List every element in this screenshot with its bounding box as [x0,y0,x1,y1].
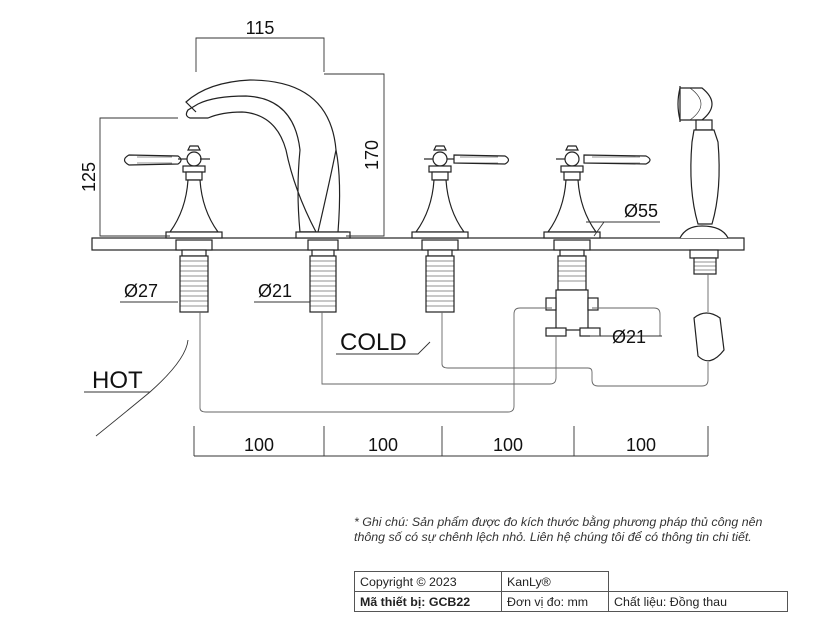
diverter-valve [543,145,651,337]
dimension-lines [84,37,709,457]
copyright-cell: Copyright © 2023 [354,571,502,592]
dim-valve-base: Ø55 [624,201,658,221]
empty-cell [608,571,788,592]
label-hot: HOT [92,367,143,394]
model-cell: Mã thiết bị: GCB22 [354,591,502,612]
dim-spacing-4: 100 [626,435,656,455]
cold-valve [411,145,510,313]
spout [185,79,351,313]
info-table: Copyright © 2023 KanLy® Mã thiết bị: GCB… [354,571,788,612]
dim-spout-reach: 115 [246,18,275,38]
dim-spout-inlet: Ø21 [258,281,292,301]
hoses [199,274,709,413]
dim-diverter: Ø21 [612,327,646,347]
dim-spacing-3: 100 [493,435,523,455]
dim-handle-height: 125 [79,162,99,192]
brand-cell: KanLy® [501,571,609,592]
hot-valve [123,145,223,313]
dim-spacing-1: 100 [244,435,274,455]
dim-spout-height: 170 [362,140,382,170]
dim-hot-inlet: Ø27 [124,281,158,301]
unit-cell: Đơn vị đo: mm [501,591,609,612]
label-cold: COLD [340,329,407,356]
material-cell: Chất liệu: Đồng thau [608,591,788,612]
hand-shower [677,86,729,362]
dim-spacing-2: 100 [368,435,398,455]
measurement-note: * Ghi chú: Sản phẩm được đo kích thước b… [354,515,763,544]
